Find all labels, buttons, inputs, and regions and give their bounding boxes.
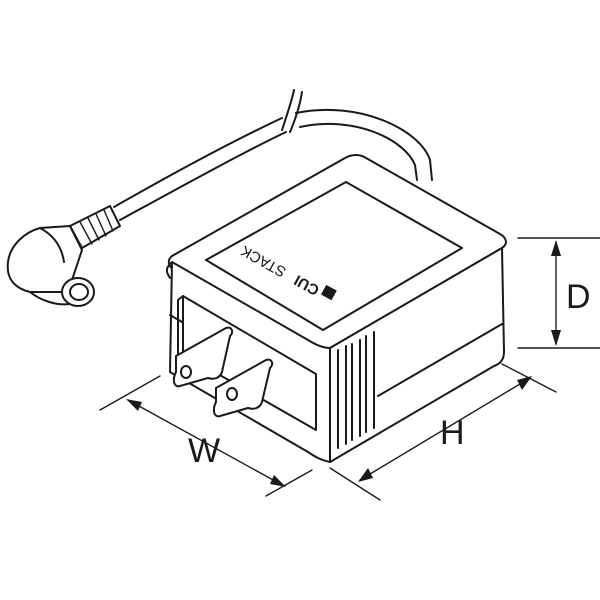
dimension-d-label: D (566, 278, 591, 316)
dc-plug (6, 205, 121, 307)
prongs (172, 326, 274, 418)
cable (113, 89, 433, 221)
brand-mark-icon (320, 284, 337, 301)
dimension-w: W (99, 375, 313, 497)
dimension-h: H (329, 363, 557, 501)
dimension-w-label: W (188, 432, 220, 470)
dimension-d: D (517, 237, 600, 349)
dimension-h-label: H (440, 414, 465, 452)
adapter-body (165, 154, 507, 463)
